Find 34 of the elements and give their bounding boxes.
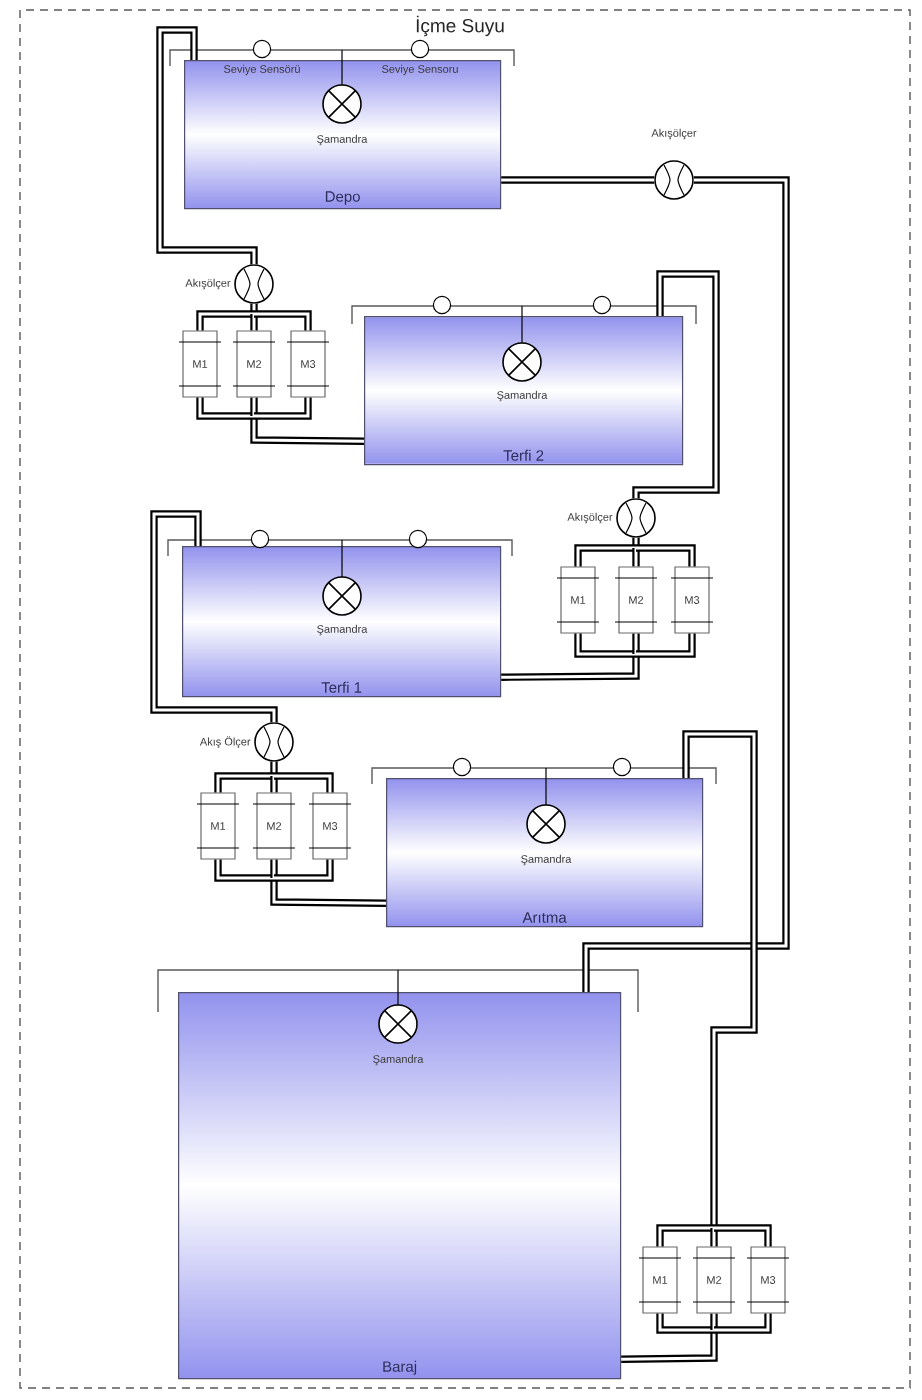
pipe [574, 633, 636, 658]
pipe [501, 654, 640, 681]
pipe [196, 310, 254, 331]
pipe [214, 772, 274, 793]
pipe [714, 1313, 772, 1334]
pipe [636, 633, 696, 658]
pipe [501, 176, 655, 184]
pipe [156, 26, 258, 265]
pipe [682, 730, 758, 1228]
pipe [710, 1228, 718, 1247]
pipe [250, 397, 258, 416]
pipe [250, 416, 365, 445]
pipe [274, 859, 334, 882]
pipe [632, 270, 720, 499]
pipe [636, 544, 696, 567]
pipe [270, 761, 278, 776]
pipe [270, 878, 387, 907]
pipe [270, 859, 278, 878]
pipe [270, 776, 278, 793]
pipe [254, 310, 312, 331]
title: İçme Suyu [416, 15, 504, 37]
pipe [274, 772, 334, 793]
pipe [710, 1313, 718, 1330]
pipe [714, 1224, 772, 1247]
pipe [656, 1224, 714, 1247]
pipe [214, 859, 274, 882]
pipe [632, 548, 640, 567]
pipe [150, 510, 278, 723]
pipe [632, 633, 640, 654]
pipe [656, 1313, 714, 1334]
pipe [582, 176, 790, 992]
pipe [196, 397, 254, 420]
pipe [621, 1330, 718, 1363]
pipe [254, 397, 312, 420]
